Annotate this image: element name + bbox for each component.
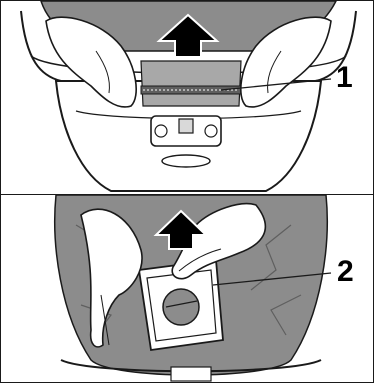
panel-step-2: 2 <box>0 194 374 383</box>
vacuum-illustration-top <box>1 1 374 197</box>
vacuum-illustration-bottom <box>1 195 374 383</box>
oval-badge <box>162 155 210 167</box>
bag-collar <box>141 61 241 106</box>
callout-number-2: 2 <box>337 257 354 287</box>
callout-number-1: 1 <box>336 63 353 93</box>
panel-step-1: 1 <box>0 0 374 197</box>
